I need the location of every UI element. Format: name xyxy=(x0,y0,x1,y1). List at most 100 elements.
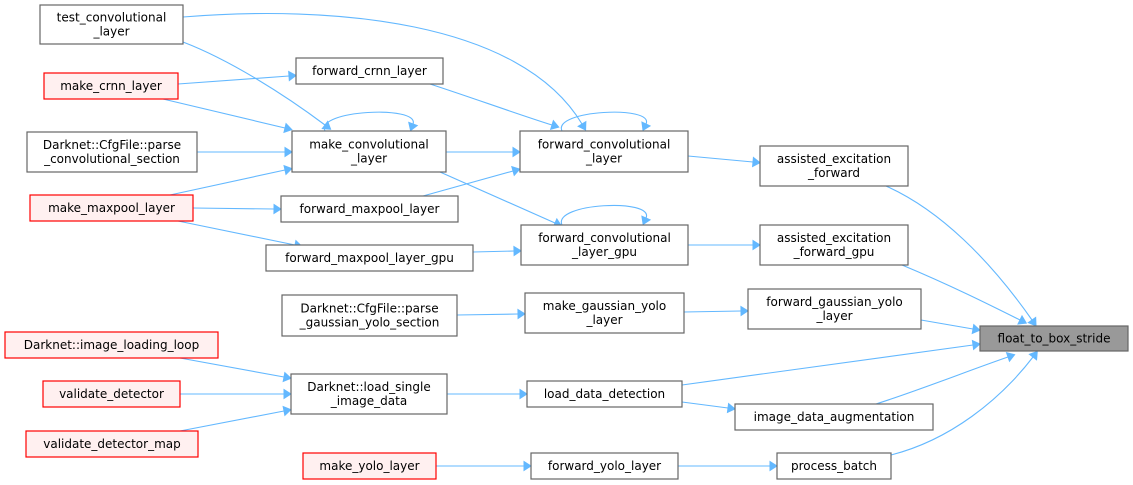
node-label: float_to_box_stride xyxy=(998,332,1111,346)
node-label: _layer xyxy=(585,313,622,327)
edge-line xyxy=(192,207,275,210)
node-fwd-crnn[interactable]: forward_crnn_layer xyxy=(295,57,444,85)
node-box[interactable] xyxy=(759,145,909,187)
edge-test_conv-to-fwd_conv xyxy=(182,12,587,131)
node-box[interactable] xyxy=(42,380,181,408)
node-box[interactable] xyxy=(520,224,689,266)
node-fwd-conv-gpu[interactable]: forward_convolutional_layer_gpu xyxy=(520,224,689,266)
arrowhead-icon xyxy=(1005,352,1016,363)
node-box[interactable] xyxy=(39,4,184,45)
node-box[interactable] xyxy=(291,130,447,173)
node-box[interactable] xyxy=(295,57,444,85)
node-proc-batch[interactable]: process_batch xyxy=(776,452,892,480)
edge-line xyxy=(561,204,647,226)
node-make-conv[interactable]: make_convolutional_layer xyxy=(291,130,447,173)
arrowhead-icon xyxy=(517,308,526,320)
node-box[interactable] xyxy=(776,452,892,480)
arrowhead-icon xyxy=(1028,350,1038,361)
node-box[interactable] xyxy=(43,72,179,100)
node-img-loop[interactable]: Darknet::image_loading_loop xyxy=(4,331,219,359)
edge-load_single-to-load_det xyxy=(447,388,528,400)
node-box[interactable] xyxy=(519,130,689,173)
node-box[interactable] xyxy=(29,194,194,222)
edge-fwd_conv-to-fwd_conv xyxy=(561,111,652,132)
node-box[interactable] xyxy=(26,131,198,173)
edge-make_maxpool-to-make_conv xyxy=(169,164,293,196)
edge-make_conv-to-make_conv xyxy=(324,111,419,132)
node-make-gauss[interactable]: make_gaussian_yolo_layer xyxy=(524,292,685,334)
arrowhead-icon xyxy=(752,239,761,251)
node-box[interactable] xyxy=(979,325,1129,352)
edge-line xyxy=(177,220,296,246)
node-make-maxpool[interactable]: make_maxpool_layer xyxy=(29,194,194,222)
arrowhead-icon xyxy=(726,402,736,414)
node-box[interactable] xyxy=(734,403,934,431)
node-label: _layer xyxy=(815,309,852,323)
node-test-conv[interactable]: test_convolutional_layer xyxy=(39,4,184,45)
node-label: Darknet::load_single xyxy=(307,380,430,394)
node-label: forward_crnn_layer xyxy=(312,64,427,78)
node-fwd-maxpool-gpu[interactable]: forward_maxpool_layer_gpu xyxy=(265,244,474,272)
node-parse-gauss[interactable]: Darknet::CfgFile::parse_gaussian_yolo_se… xyxy=(281,294,458,337)
node-box[interactable] xyxy=(25,430,199,458)
edge-make_crnn-to-make_conv xyxy=(162,98,293,134)
node-focus[interactable]: float_to_box_stride xyxy=(979,325,1129,352)
node-fwd-conv[interactable]: forward_convolutional_layer xyxy=(519,130,689,173)
arrowhead-icon xyxy=(284,146,293,158)
edge-make_crnn-to-fwd_crnn xyxy=(177,70,297,85)
edge-load_det-to-img_aug xyxy=(681,401,736,414)
node-box[interactable] xyxy=(302,452,437,480)
node-fwd-gauss[interactable]: forward_gaussian_yolo_layer xyxy=(747,288,922,330)
node-val-det-map[interactable]: validate_detector_map xyxy=(25,430,199,458)
node-box[interactable] xyxy=(4,331,219,359)
node-fwd-yolo[interactable]: forward_yolo_layer xyxy=(530,452,679,480)
edge-line xyxy=(920,319,974,330)
edge-line xyxy=(901,264,1021,321)
node-ae-fwd-gpu[interactable]: assisted_excitation_forward_gpu xyxy=(759,224,909,266)
edge-val_det_map-to-load_single xyxy=(179,405,292,432)
node-make-yolo[interactable]: make_yolo_layer xyxy=(302,452,437,480)
edge-line xyxy=(687,155,754,163)
node-label: _image_data xyxy=(330,394,407,408)
node-label: _forward xyxy=(807,166,860,180)
node-val-det[interactable]: validate_detector xyxy=(42,380,181,408)
arrowhead-icon xyxy=(577,120,587,131)
node-make-crnn[interactable]: make_crnn_layer xyxy=(43,72,179,100)
node-img-aug[interactable]: image_data_augmentation xyxy=(734,403,934,431)
node-box[interactable] xyxy=(290,373,448,415)
edge-line xyxy=(890,356,1034,456)
arrowhead-icon xyxy=(288,70,297,82)
arrowhead-icon xyxy=(519,388,528,400)
node-load-det[interactable]: load_data_detection xyxy=(526,380,683,408)
arrowhead-icon xyxy=(282,371,292,383)
node-label: process_batch xyxy=(791,459,877,473)
edge-parse_gauss-to-make_gauss xyxy=(456,308,526,320)
node-box[interactable] xyxy=(530,452,679,480)
node-label: _gaussian_yolo_section xyxy=(299,316,440,330)
edge-fwd_crnn-to-fwd_conv xyxy=(429,83,560,131)
node-box[interactable] xyxy=(265,244,474,272)
edge-fwd_conv-to-ae_fwd xyxy=(687,155,761,168)
node-box[interactable] xyxy=(526,380,683,408)
arrowhead-icon xyxy=(513,245,522,257)
node-box[interactable] xyxy=(280,195,459,223)
node-box[interactable] xyxy=(747,288,922,330)
node-box[interactable] xyxy=(759,224,909,266)
edge-val_det-to-load_single xyxy=(180,388,292,400)
edge-fwd_conv_gpu-to-fwd_conv_gpu xyxy=(561,204,652,226)
node-label: forward_gaussian_yolo xyxy=(766,295,903,309)
node-fwd-maxpool[interactable]: forward_maxpool_layer xyxy=(280,195,459,223)
node-box[interactable] xyxy=(281,294,458,337)
node-box[interactable] xyxy=(524,292,685,334)
edge-line xyxy=(875,356,1009,405)
node-load-single[interactable]: Darknet::load_single_image_data xyxy=(290,373,448,415)
node-label: forward_maxpool_layer xyxy=(300,202,440,216)
edge-test_conv-to-make_conv xyxy=(182,41,332,130)
arrowhead-icon xyxy=(512,146,521,158)
node-parse-conv[interactable]: Darknet::CfgFile::parse_convolutional_se… xyxy=(26,131,198,173)
node-ae-fwd[interactable]: assisted_excitation_forward xyxy=(759,145,909,187)
edge-fwd_maxpool_gpu-to-fwd_conv_gpu xyxy=(472,245,522,257)
edge-fwd_gauss-to-focus xyxy=(920,319,981,335)
node-label: forward_convolutional xyxy=(538,138,671,152)
node-label: make_crnn_layer xyxy=(60,79,162,93)
